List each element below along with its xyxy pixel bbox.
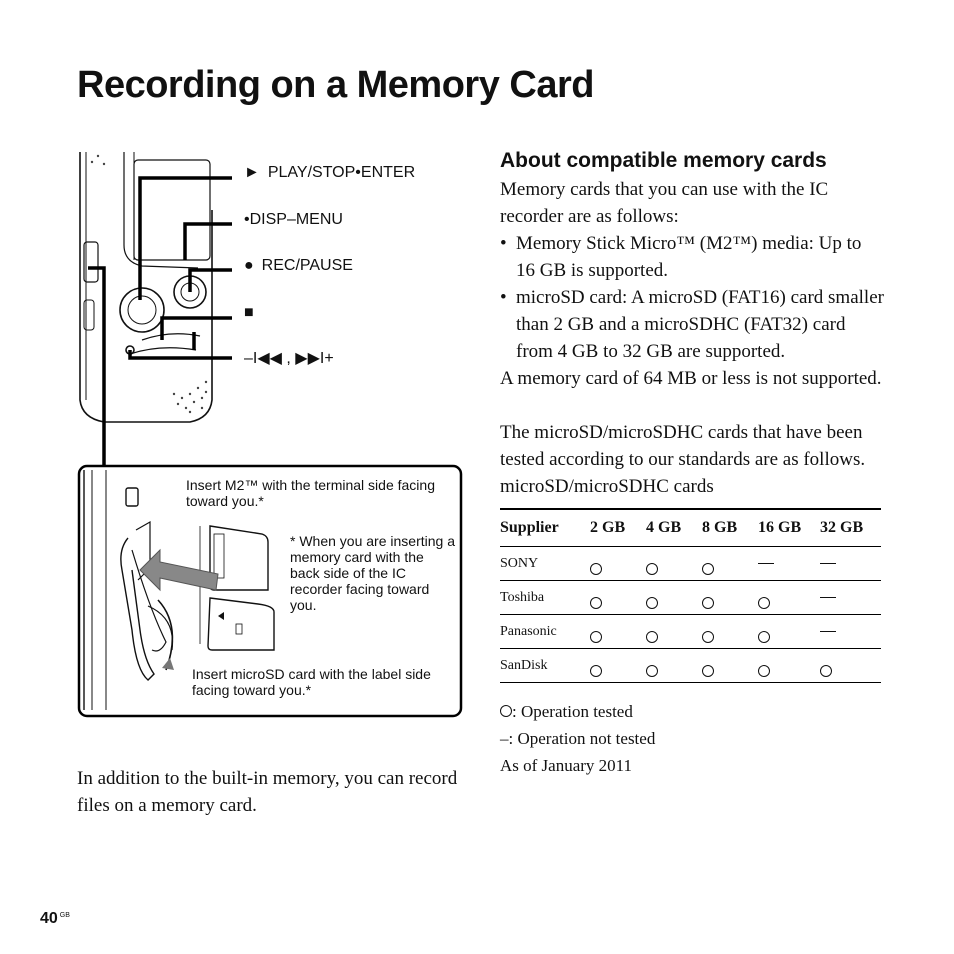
callout-skip: –I◀◀ , ▶▶I+ [244,348,334,368]
compatibility-table: Supplier 2 GB 4 GB 8 GB 16 GB 32 GB SONY… [500,508,881,683]
table-row: SanDiskOOOOO [500,648,881,683]
status-cell: O [820,648,881,683]
callout-disp-menu: •DISP–MENU [244,211,343,228]
tested-circle-icon: O [590,596,602,609]
tested-circle-icon: O [646,664,658,677]
ic-recorder-drawing [77,152,463,718]
legend-not-tested: –: Operation not tested [500,729,656,748]
callout-stop: ■ [244,304,262,322]
bullet-item: • Memory Stick Micro™ (M2™) media: Up to… [500,230,885,284]
status-cell: O [702,546,758,581]
header-supplier: Supplier [500,508,590,547]
tested-circle-icon: O [702,562,714,575]
intro-text: In addition to the built-in memory, you … [77,768,458,816]
status-cell: O [646,648,702,683]
tested-circle-icon: O [590,562,602,575]
callout-play-stop-enter: ►PLAY/STOP•ENTER [244,164,416,181]
bullet-dot: • [500,287,507,308]
header-16gb: 16 GB [758,508,820,547]
status-cell: O [590,546,646,581]
status-cell: O [646,614,702,649]
legend-tested: : Operation tested [500,698,885,725]
status-cell: O [758,580,820,615]
status-cell: – [820,546,881,581]
stop-icon: ■ [244,304,254,321]
status-cell: – [758,546,820,581]
table-header-row: Supplier 2 GB 4 GB 8 GB 16 GB 32 GB [500,508,881,547]
not-tested-dash-icon: – [820,562,836,564]
tested-circle-icon: O [702,630,714,643]
legend: : Operation tested –: Operation not test… [500,698,885,779]
tested-circle-icon: O [646,630,658,643]
skip-icon: –I◀◀ , ▶▶I+ [244,350,334,367]
status-cell: O [702,580,758,615]
not-tested-dash-icon: – [758,562,774,564]
supplier-cell: SanDisk [500,648,590,683]
bullet-dot: • [500,233,507,254]
tested-circle-icon: O [820,664,832,677]
record-icon: ● [244,257,254,274]
status-cell: – [820,580,881,615]
bullet-item: • microSD card: A microSD (FAT16) card s… [500,284,885,365]
table-row: ToshibaOOOO– [500,580,881,615]
header-32gb: 32 GB [820,508,881,547]
status-cell: O [758,648,820,683]
note-64mb: A memory card of 64 MB or less is not su… [500,368,882,389]
status-cell: O [590,580,646,615]
page-title: Recording on a Memory Card [77,64,594,106]
status-cell: – [820,614,881,649]
tested-intro: The microSD/microSDHC cards that have be… [500,422,866,470]
supplier-cell: Panasonic [500,614,590,649]
tested-circle-icon: O [758,596,770,609]
tested-circle-icon: O [702,664,714,677]
table-row: SONYOOO–– [500,546,881,581]
legend-date: As of January 2011 [500,756,633,775]
status-cell: O [702,648,758,683]
status-cell: O [646,546,702,581]
tested-circle-icon: O [590,664,602,677]
header-4gb: 4 GB [646,508,702,547]
status-cell: O [646,580,702,615]
microsd-insert-note: Insert microSD card with the label side … [192,666,431,698]
right-column: About compatible memory cards Memory car… [500,146,885,779]
tested-circle-icon: O [646,562,658,575]
tested-circle-icon: O [758,630,770,643]
status-cell: O [590,648,646,683]
circle-icon [500,705,512,717]
callout-rec-pause: ●REC/PAUSE [244,257,353,274]
m2-insert-note: Insert M2™ with the terminal side facing… [186,477,435,509]
tested-circle-icon: O [646,596,658,609]
not-tested-dash-icon: – [820,630,836,632]
status-cell: O [702,614,758,649]
play-icon: ► [244,164,260,181]
supplier-cell: SONY [500,546,590,581]
header-8gb: 8 GB [702,508,758,547]
section-title: About compatible memory cards [500,149,827,172]
header-2gb: 2 GB [590,508,646,547]
lead-text: Memory cards that you can use with the I… [500,179,829,227]
not-tested-dash-icon: – [820,596,836,598]
table-caption: microSD/microSDHC cards [500,476,714,497]
supplier-cell: Toshiba [500,580,590,615]
table-row: PanasonicOOOO– [500,614,881,649]
recorder-illustration: ►PLAY/STOP•ENTER •DISP–MENU ●REC/PAUSE ■… [70,150,470,725]
status-cell: O [590,614,646,649]
tested-circle-icon: O [590,630,602,643]
tested-circle-icon: O [758,664,770,677]
status-cell: O [758,614,820,649]
asterisk-note: * When you are inserting a memory card w… [290,533,455,613]
tested-circle-icon: O [702,596,714,609]
